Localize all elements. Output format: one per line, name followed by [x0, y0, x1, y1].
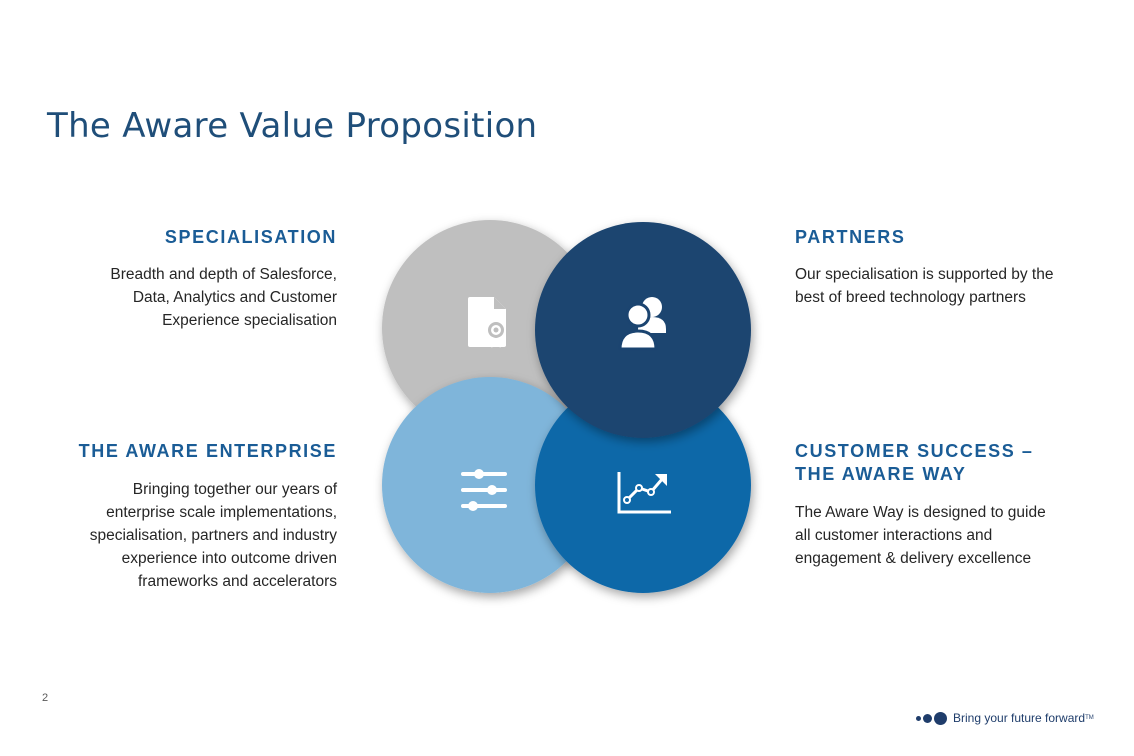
- enterprise-text: Bringing together our years of enterpris…: [37, 478, 337, 593]
- customer-success-line: engagement & delivery excellence: [795, 550, 1032, 567]
- customer-success-line: all customer interactions and: [795, 527, 993, 544]
- partners-text: Our specialisation is supported by the b…: [795, 263, 1095, 309]
- partners-line: Our specialisation is supported by the: [795, 266, 1054, 283]
- partners-line: best of breed technology partners: [795, 289, 1026, 306]
- circles-svg: [382, 220, 751, 593]
- trademark-mark: TM: [1085, 715, 1094, 721]
- customer-success-text: The Aware Way is designed to guide all c…: [795, 501, 1095, 570]
- enterprise-line: experience into outcome driven: [121, 550, 337, 567]
- circle-customer-success: [535, 377, 751, 593]
- users-icon: [618, 297, 666, 351]
- partners-heading: PARTNERS: [795, 227, 906, 247]
- logo-dot-small-icon: [916, 715, 921, 721]
- circle-enterprise: [382, 377, 598, 593]
- specialisation-line: Experience specialisation: [162, 312, 337, 329]
- logo-dot-large-icon: [934, 711, 947, 725]
- enterprise-line: Bringing together our years of: [132, 481, 337, 498]
- logo-dot-medium-icon: [923, 713, 932, 723]
- specialisation-heading: SPECIALISATION: [164, 227, 337, 247]
- customer-success-line: The Aware Way is designed to guide: [795, 504, 1046, 521]
- enterprise-line: enterprise scale implementations,: [106, 504, 337, 521]
- specialisation-line: Data, Analytics and Customer: [132, 289, 337, 306]
- page-title: The Aware Value Proposition: [47, 106, 538, 146]
- enterprise-heading: THE AWARE ENTERPRISE: [78, 441, 337, 461]
- specialisation-line: Breadth and depth of Salesforce,: [110, 266, 337, 283]
- enterprise-line: frameworks and accelerators: [138, 573, 337, 590]
- customer-success-heading: CUSTOMER SUCCESS – THE AWARE WAY: [795, 440, 1034, 486]
- sliders-icon: [461, 469, 507, 511]
- customer-success-heading-line: THE AWARE WAY: [795, 464, 967, 484]
- growth-chart-icon: [617, 472, 671, 514]
- certificate-document-icon: [468, 297, 506, 348]
- specialisation-text: Breadth and depth of Salesforce, Data, A…: [47, 263, 337, 332]
- page-number: 2: [42, 692, 49, 704]
- footer-tagline: Bring your future forward: [953, 711, 1086, 725]
- customer-success-heading-line: CUSTOMER SUCCESS –: [795, 441, 1034, 461]
- enterprise-line: specialisation, partners and industry: [89, 527, 337, 544]
- footer-logo: Bring your future forward TM: [916, 711, 1094, 725]
- value-proposition-diagram: [360, 210, 770, 610]
